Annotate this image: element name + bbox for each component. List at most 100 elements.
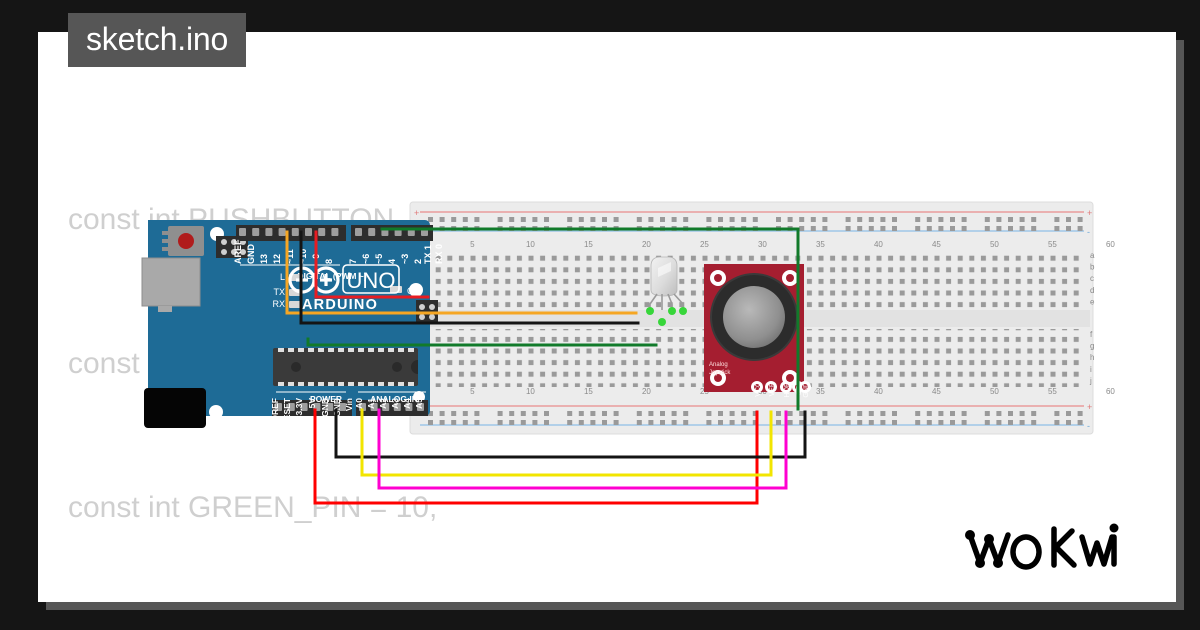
wire-d9-orange[interactable] [285, 230, 638, 315]
joystick-pin-label: GND [803, 382, 810, 398]
wire-a1-magenta[interactable] [377, 408, 788, 490]
breadboard-row-label: d [1090, 286, 1094, 295]
breadboard-column-label: 15 [584, 240, 593, 249]
digital-pin-label: 7 [348, 259, 358, 264]
wire-layer [285, 227, 807, 505]
breadboard-column-label: 35 [816, 240, 825, 249]
led-label-L: L [280, 272, 285, 282]
breadboard-column-label: 60 [1106, 387, 1115, 396]
breadboard-row-label: b [1090, 263, 1095, 272]
power-header-label: POWER [310, 394, 342, 404]
breadboard-row-label: g [1090, 342, 1094, 351]
wire-green-branch[interactable] [306, 337, 658, 347]
code-line: const int GREEN_PIN = 10; [68, 491, 438, 524]
led-label-ON: ON [407, 286, 421, 296]
joystick-pin-label: VER [769, 382, 776, 396]
breadboard-column-label: 20 [642, 240, 651, 249]
digital-pin-label: ~3 [400, 254, 410, 264]
logo-node [984, 534, 994, 544]
analog-pin-label: A1 [366, 398, 376, 409]
digital-header-right[interactable] [351, 225, 433, 241]
logo-node [975, 558, 985, 568]
led-leg-pad [658, 318, 666, 326]
power-pin-label: IOREF [270, 398, 280, 424]
digital-pin-label: 8 [324, 259, 334, 264]
breadboard-row-label: a [1090, 251, 1095, 260]
power-jack [144, 388, 206, 428]
breadboard-column-label: 55 [1048, 240, 1057, 249]
joystick-pins[interactable]: VCCVERHORSELGND [751, 381, 811, 398]
breadboard-column-label: 45 [932, 240, 941, 249]
wire-d10-black[interactable] [299, 230, 640, 325]
rail-plus-label: + [414, 208, 419, 218]
breadboard-column-label: 50 [990, 240, 999, 249]
breadboard-column-label: 5 [470, 240, 475, 249]
digital-pin-label: TX 1 [423, 245, 433, 264]
analog-pin-label: A0 [354, 398, 364, 409]
file-tab-sketch-ino[interactable]: sketch.ino [68, 13, 247, 67]
analog-pin-label: A5 [414, 398, 424, 409]
led-leg-pad [668, 307, 676, 315]
wokwi-logo [962, 521, 1122, 582]
logo-node [1109, 523, 1119, 533]
breadboard-row-label: e [1090, 297, 1095, 306]
circuit-diagram: + - + - + - 1155101015152020252530303535… [141, 201, 1115, 505]
mounting-hole [409, 283, 423, 297]
breadboard-row-label: f [1090, 330, 1093, 339]
power-pin-label: GND [320, 398, 330, 417]
digital-pin-label: ~10 [298, 249, 308, 264]
breadboard-column-label: 55 [1048, 387, 1057, 396]
usb-connector [141, 257, 201, 307]
digital-header-label: DIGITAL (PWM ~) [297, 271, 367, 281]
digital-pin-label: 13 [259, 254, 269, 264]
logo-node [965, 530, 975, 540]
wire-gnd-black[interactable] [334, 408, 807, 459]
breadboard-column-label: 25 [700, 240, 709, 249]
power-pin-label: Vin [344, 398, 354, 411]
digital-pin-label: 4 [387, 259, 397, 264]
breadboard-column-label: 5 [470, 387, 475, 396]
joystick-knob[interactable] [723, 286, 785, 348]
breadboard-column-label: 40 [874, 240, 883, 249]
led-leg-pad [679, 307, 687, 315]
led-RX [289, 301, 301, 308]
power-pin-label: GND [332, 398, 342, 417]
breadboard-column-label: 10 [526, 387, 535, 396]
led-label-RX: RX [272, 299, 285, 309]
power-pin-label: 5V [307, 398, 317, 409]
breadboard-row-label: h [1090, 353, 1094, 362]
digital-pin-label: RX 0 [434, 244, 444, 264]
power-pin-label: RESET [282, 397, 292, 426]
digital-pin-label: AREF [233, 239, 243, 264]
rail-minus-label: - [1087, 227, 1090, 237]
breadboard-row-label: i [1090, 365, 1092, 374]
joystick-label-line2: Joystick [709, 370, 731, 376]
analog-joystick-module[interactable]: Analog Joystick VCCVERHORSELGND [704, 264, 811, 398]
breadboard-column-label: 45 [932, 387, 941, 396]
power-pin-label: 3.3V [294, 398, 304, 416]
joystick-pin-label: HOR [784, 382, 791, 398]
diagram-panel: const int PUSHBUTTON_PIN = 2; const int … [38, 32, 1176, 602]
breadboard-column-label: 20 [642, 387, 651, 396]
digital-pin-label: 2 [413, 259, 423, 264]
breadboard-column-label: 50 [990, 387, 999, 396]
rgb-led[interactable] [646, 256, 687, 326]
digital-pin-label: ~5 [374, 254, 384, 264]
logo-node [993, 558, 1003, 568]
breadboard-column-label: 30 [758, 240, 767, 249]
board-brand-label: ARDUINO [302, 297, 378, 313]
analog-pin-label: A2 [378, 398, 388, 409]
breadboard-column-label: 60 [1106, 240, 1115, 249]
led-leg-pad [646, 307, 654, 315]
mounting-hole [209, 405, 223, 419]
joystick-label-line1: Analog [709, 362, 728, 368]
wire-d11-red[interactable] [314, 230, 430, 299]
breadboard-column-label: 15 [584, 387, 593, 396]
breadboard-column-label: 10 [526, 240, 535, 249]
joystick-pin-label: VCC [755, 382, 762, 397]
wire-a0-yellow[interactable] [360, 408, 773, 477]
breadboard-row-label: c [1090, 274, 1094, 283]
